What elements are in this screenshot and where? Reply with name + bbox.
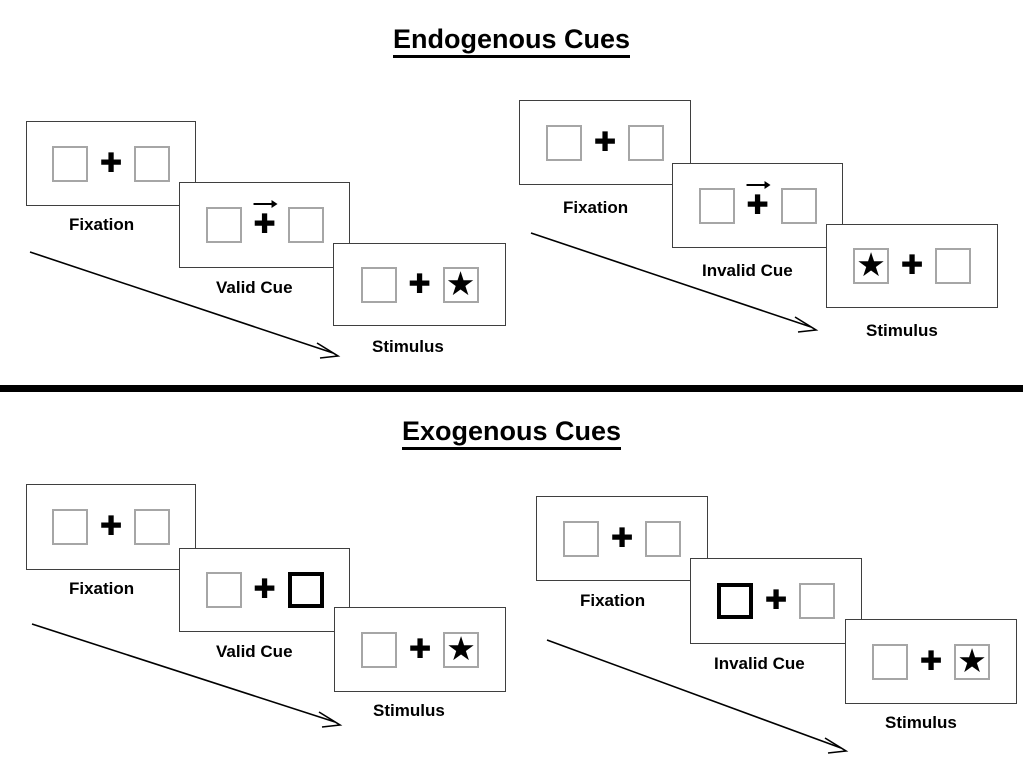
plus-icon: ✚ [746,189,769,221]
stimulus-center: ✚ [397,633,443,665]
plus-icon: ✚ [610,522,634,554]
panel-exogenous-valid-fixation: ✚ [26,484,196,570]
panel-endogenous-valid-fixation: ✚ [26,121,196,206]
plus-icon: ✚ [99,147,123,179]
left-box [205,207,242,243]
left-box [546,124,582,161]
panel-label-exogenous-valid-cue: Valid Cue [216,642,293,661]
panel-label-endogenous-invalid-stimulus: Stimulus [866,321,938,340]
plus-icon: ✚ [764,585,788,616]
left-box [52,509,88,545]
panel-label-exogenous-valid-stimulus: Stimulus [373,701,445,720]
panel-endogenous-invalid-fixation: ✚ [519,100,691,185]
panel-endogenous-invalid-stimulus: ★ ✚ [826,224,998,308]
fixation-center: ✚ [599,522,645,554]
arrow-right-icon [746,180,771,189]
panel-label-endogenous-valid-fixation: Fixation [69,215,135,234]
star-icon: ★ [856,246,886,283]
panel-endogenous-valid-cue: ✚ [179,182,350,268]
plus-icon: ✚ [919,645,943,677]
panel-exogenous-invalid-cue: ✚ [690,558,862,644]
cue-center: ✚ [753,585,799,616]
flow-arrow-exogenous-valid [31,623,343,728]
panel-exogenous-valid-cue: ✚ [179,548,350,632]
fixation-center: ✚ [582,126,628,158]
panel-endogenous-invalid-cue: ✚ [672,163,843,248]
right-box [134,509,170,545]
plus-icon: ✚ [593,126,617,158]
stimulus-center: ✚ [908,645,954,677]
left-box [205,572,242,608]
right-box: ★ [443,629,479,668]
flow-arrow-exogenous-invalid [546,639,849,754]
right-box [287,207,324,243]
right-box [935,248,971,284]
panel-label-endogenous-invalid-fixation: Fixation [563,198,629,217]
stimulus-center: ✚ [889,250,935,281]
right-box: ★ [442,264,479,303]
panel-label-exogenous-valid-fixation: Fixation [69,579,135,598]
left-box [563,520,599,557]
section-divider [0,385,1023,392]
plus-icon: ✚ [253,209,276,240]
cue-center: ✚ [242,574,288,605]
cue-center: ✚ [735,180,781,221]
panel-exogenous-invalid-fixation: ✚ [536,496,708,581]
left-box [360,266,397,303]
panel-label-exogenous-invalid-stimulus: Stimulus [885,713,957,732]
cue-center: ✚ [242,200,288,240]
left-box [52,145,88,182]
right-box [780,187,817,224]
right-box-cued [287,572,324,608]
plus-icon: ✚ [900,250,924,281]
panel-label-endogenous-invalid-cue: Invalid Cue [702,261,793,280]
left-box [872,643,908,680]
right-box [799,583,835,619]
section-title-exogenous: Exogenous Cues [0,416,1023,450]
star-icon: ★ [446,629,476,667]
stimulus-center: ✚ [397,268,443,300]
fixation-center: ✚ [88,147,134,179]
right-box [134,145,170,182]
panel-exogenous-valid-stimulus: ✚ ★ [334,607,506,692]
right-box: ★ [954,641,990,680]
section-title-endogenous-text: Endogenous Cues [392,24,630,58]
section-title-exogenous-text: Exogenous Cues [401,416,622,450]
plus-icon: ✚ [408,633,432,665]
panel-label-endogenous-valid-stimulus: Stimulus [372,337,444,356]
panel-label-exogenous-invalid-cue: Invalid Cue [714,654,805,673]
panel-endogenous-valid-stimulus: ✚ ★ [333,243,506,326]
plus-icon: ✚ [99,511,123,542]
panel-exogenous-invalid-stimulus: ✚ ★ [845,619,1017,704]
fixation-center: ✚ [88,511,134,542]
arrow-right-icon [253,200,278,208]
plus-icon: ✚ [253,574,276,605]
section-title-endogenous: Endogenous Cues [0,24,1023,58]
star-icon: ★ [957,641,987,679]
plus-icon: ✚ [408,268,431,300]
left-box [361,631,397,668]
right-box [628,124,664,161]
star-icon: ★ [445,264,476,302]
left-box [698,187,735,224]
panel-label-endogenous-valid-cue: Valid Cue [216,278,293,297]
right-box [645,520,681,557]
left-box: ★ [853,248,889,284]
panel-label-exogenous-invalid-fixation: Fixation [580,591,646,610]
left-box-cued [717,583,753,619]
